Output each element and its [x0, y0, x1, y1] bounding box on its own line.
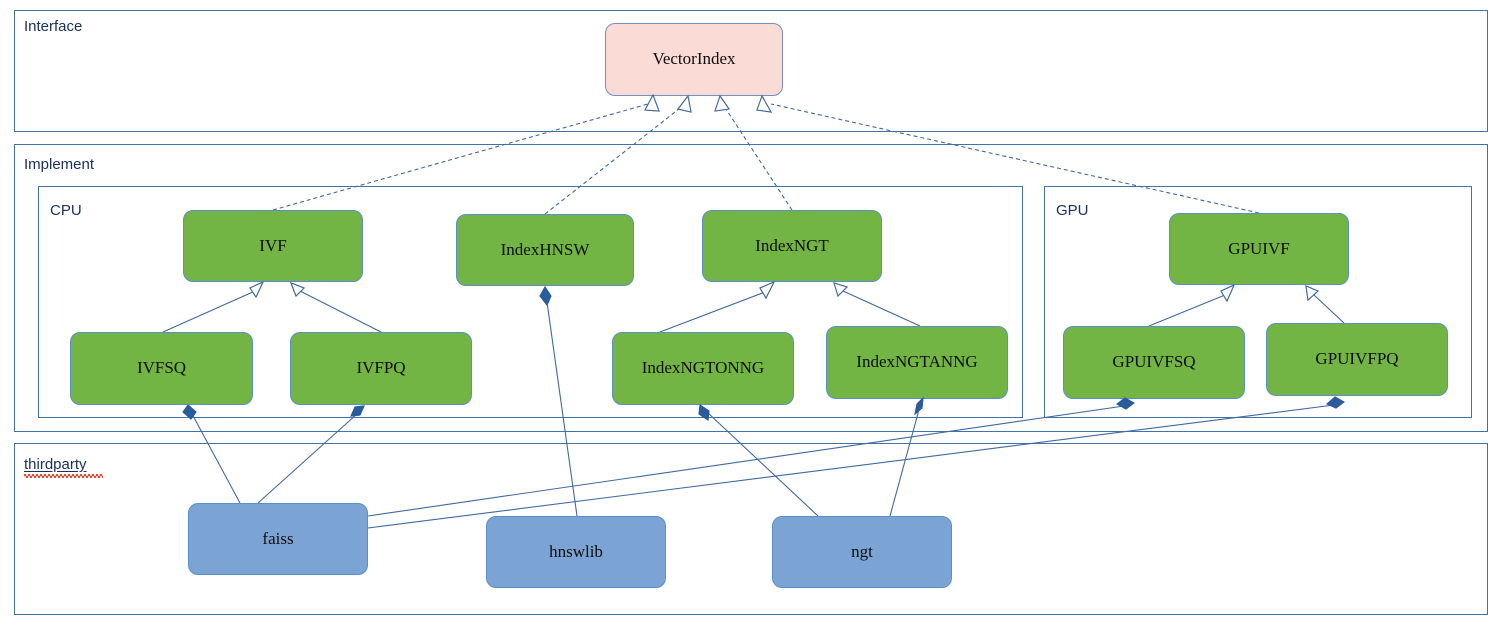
node-indexhnsw-label: IndexHNSW	[500, 239, 590, 259]
realization-arrowhead-icon	[756, 94, 773, 113]
node-indexngt[interactable]: IndexNGT	[702, 210, 882, 282]
inheritance-arrowhead-icon	[833, 282, 849, 298]
node-gpuivfpq-label: GPUIVFPQ	[1315, 349, 1399, 369]
composition-diamond-icon	[1116, 397, 1135, 410]
node-ngt-label: ngt	[851, 541, 873, 561]
node-ivfpq[interactable]: IVFPQ	[290, 332, 472, 405]
realization-arrowhead-icon	[677, 94, 692, 113]
composition-diamond-icon	[350, 405, 365, 417]
package-cpu	[38, 186, 1023, 418]
package-cpu-label: CPU	[50, 202, 82, 219]
composition-diamond-icon	[182, 404, 197, 420]
package-thirdparty-label: thirdparty	[24, 456, 87, 473]
node-gpuivfpq[interactable]: GPUIVFPQ	[1266, 323, 1448, 396]
node-ivfsq[interactable]: IVFSQ	[70, 332, 253, 405]
inheritance-arrowhead-icon	[759, 280, 776, 300]
package-implement-label: Implement	[24, 156, 95, 173]
inheritance-arrowhead-icon	[1220, 283, 1236, 303]
package-interface-label: Interface	[24, 18, 83, 35]
node-indexngtonng-label: IndexNGTONNG	[641, 358, 765, 378]
package-gpu-label: GPU	[1056, 202, 1089, 219]
node-indexngt-label: IndexNGT	[755, 235, 829, 255]
node-vectorindex-label: VectorIndex	[652, 49, 736, 69]
spellcheck-underline-icon	[24, 474, 103, 478]
node-ivfpq-label: IVFPQ	[356, 358, 406, 378]
node-indexhnsw[interactable]: IndexHNSW	[456, 214, 634, 286]
inheritance-arrowhead-icon	[1305, 285, 1320, 302]
node-hnswlib[interactable]: hnswlib	[486, 516, 666, 588]
node-ivfsq-label: IVFSQ	[136, 358, 187, 378]
node-vectorindex[interactable]: VectorIndex	[605, 23, 783, 96]
node-ivf-label: IVF	[259, 235, 287, 255]
node-ivf[interactable]: IVF	[183, 210, 363, 282]
inheritance-arrowhead-icon	[249, 280, 265, 299]
node-faiss[interactable]: faiss	[188, 503, 368, 575]
composition-diamond-icon	[914, 396, 924, 416]
composition-diamond-icon	[1326, 396, 1345, 409]
inheritance-arrowhead-icon	[290, 282, 305, 297]
composition-diamond-icon	[698, 404, 710, 421]
node-gpuivf[interactable]: GPUIVF	[1169, 213, 1349, 285]
package-thirdparty	[14, 443, 1488, 615]
node-indexngtanng[interactable]: IndexNGTANNG	[826, 326, 1008, 399]
realization-arrowhead-icon	[644, 93, 660, 112]
package-gpu	[1044, 186, 1472, 418]
package-implement	[14, 144, 1488, 432]
node-gpuivf-label: GPUIVF	[1228, 238, 1290, 258]
node-gpuivfsq-label: GPUIVFSQ	[1112, 352, 1196, 372]
composition-diamond-icon	[539, 286, 552, 306]
node-indexngtanng-label: IndexNGTANNG	[856, 352, 978, 372]
node-gpuivfsq[interactable]: GPUIVFSQ	[1063, 326, 1245, 399]
node-faiss-label: faiss	[262, 528, 294, 548]
realization-arrowhead-icon	[714, 94, 730, 112]
node-ngt[interactable]: ngt	[772, 516, 952, 588]
node-hnswlib-label: hnswlib	[549, 541, 603, 561]
node-indexngtonng[interactable]: IndexNGTONNG	[612, 332, 794, 405]
package-interface	[14, 10, 1488, 132]
